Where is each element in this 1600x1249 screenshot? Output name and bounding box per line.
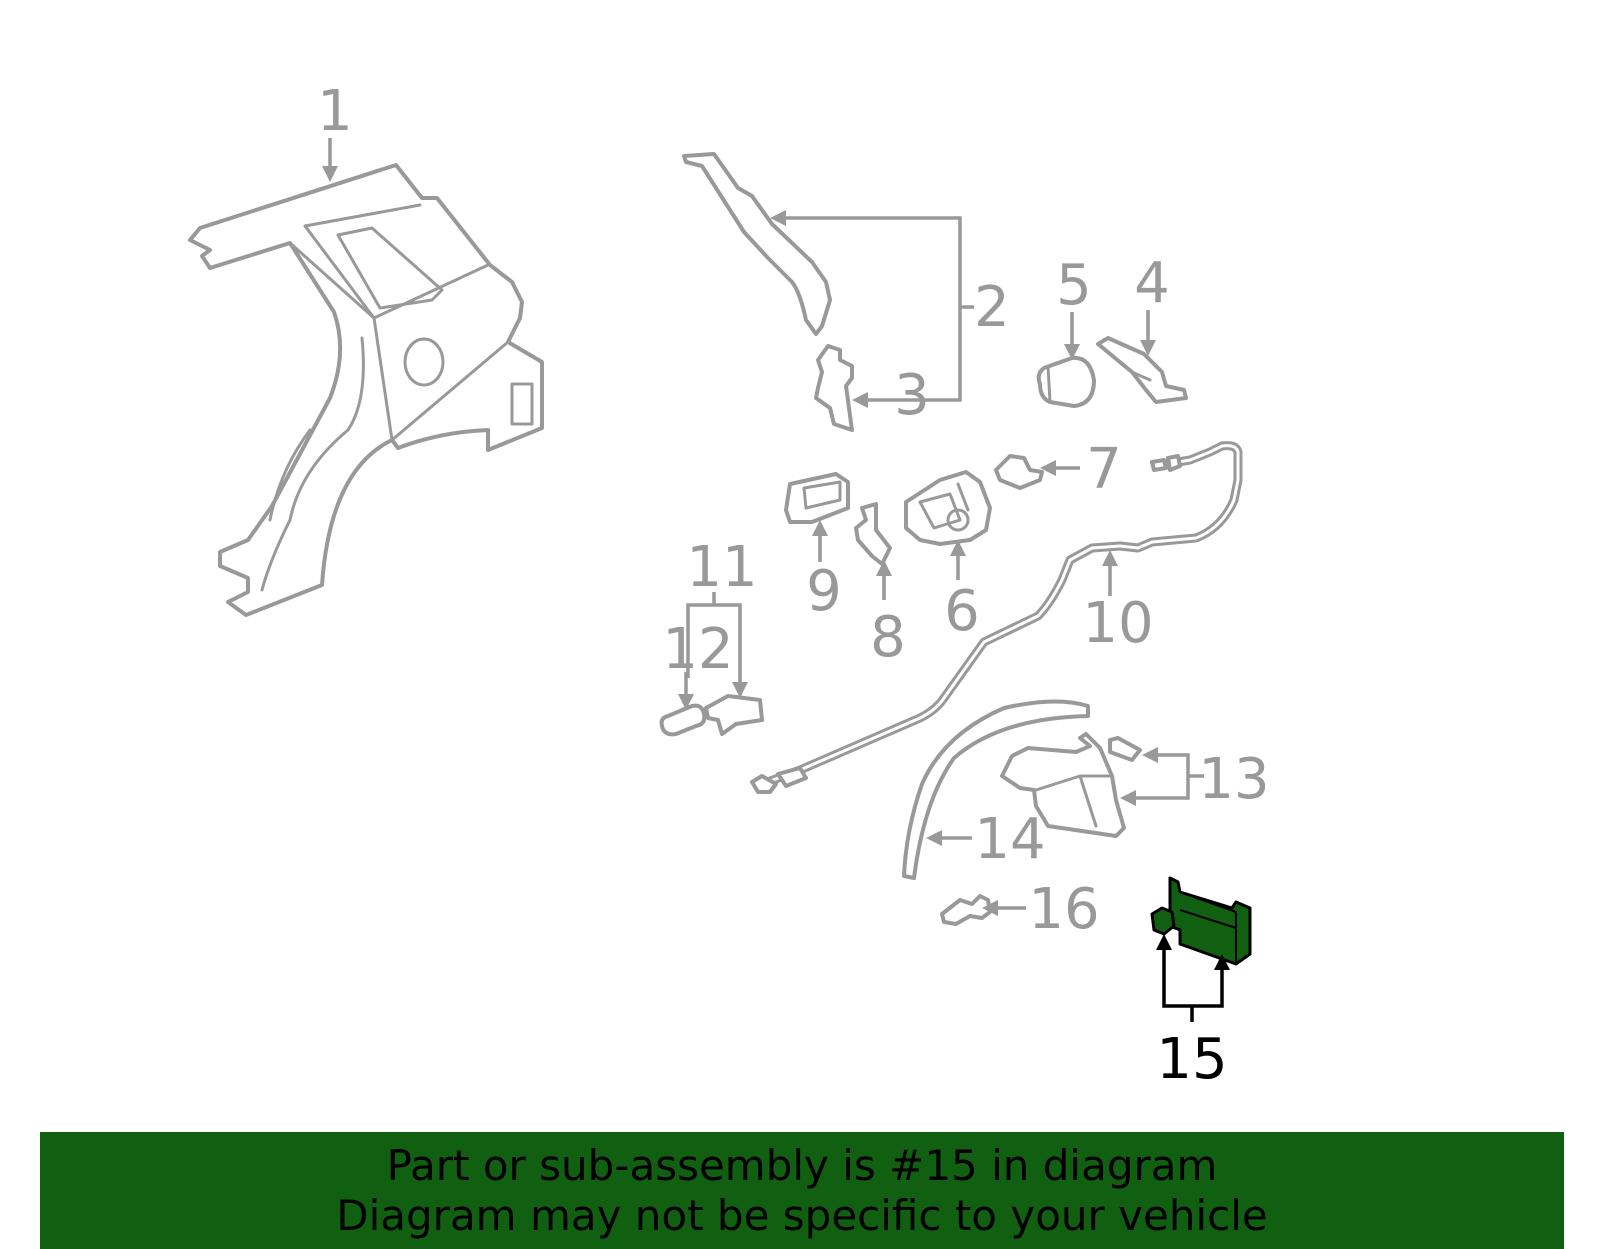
callout-16: 16 bbox=[982, 877, 1100, 942]
callout-7: 7 bbox=[1040, 437, 1122, 502]
parts-diagram: 1 2 3 5 4 bbox=[188, 79, 1270, 1092]
callout-1: 1 bbox=[317, 79, 353, 182]
callout-4: 4 bbox=[1134, 251, 1170, 356]
part-15-protector-highlighted[interactable] bbox=[1150, 876, 1252, 966]
svg-text:15: 15 bbox=[1156, 1027, 1227, 1092]
callout-14: 14 bbox=[926, 807, 1046, 872]
callout-9: 9 bbox=[806, 520, 842, 624]
part-11-bracket[interactable] bbox=[704, 694, 764, 736]
callout-2: 2 bbox=[770, 210, 1010, 402]
part-10-release-cable[interactable] bbox=[750, 441, 1243, 794]
svg-text:16: 16 bbox=[1028, 877, 1099, 942]
banner-line-2: Diagram may not be specific to your vehi… bbox=[336, 1190, 1268, 1240]
part-16-clip[interactable] bbox=[940, 894, 992, 926]
part-5-grommet[interactable] bbox=[1036, 355, 1096, 408]
part-8-spring[interactable] bbox=[854, 502, 892, 566]
part-3-bracket[interactable] bbox=[814, 344, 854, 432]
part-4-hinge-bracket[interactable] bbox=[1096, 336, 1188, 404]
svg-text:7: 7 bbox=[1086, 437, 1122, 502]
svg-text:5: 5 bbox=[1056, 253, 1092, 318]
info-banner: Part or sub-assembly is #15 in diagram D… bbox=[40, 1132, 1564, 1249]
part-6-fuel-door-housing[interactable] bbox=[904, 470, 992, 546]
part-7-clip[interactable] bbox=[994, 454, 1044, 490]
svg-text:1: 1 bbox=[317, 79, 353, 144]
callout-6: 6 bbox=[944, 540, 980, 644]
part-14-liner-strip[interactable] bbox=[902, 699, 1090, 880]
part-13-splash-shield[interactable] bbox=[1000, 732, 1142, 838]
part-12-plug[interactable] bbox=[659, 703, 707, 737]
svg-text:9: 9 bbox=[806, 559, 842, 624]
callout-12: 12 bbox=[662, 617, 734, 710]
svg-text:13: 13 bbox=[1198, 747, 1269, 812]
svg-text:4: 4 bbox=[1134, 251, 1170, 316]
banner-line-1: Part or sub-assembly is #15 in diagram bbox=[386, 1140, 1218, 1190]
svg-text:12: 12 bbox=[662, 617, 733, 682]
svg-text:14: 14 bbox=[974, 807, 1045, 872]
callout-15: 15 bbox=[1156, 934, 1230, 1092]
svg-text:11: 11 bbox=[686, 535, 757, 600]
callout-5: 5 bbox=[1056, 253, 1092, 360]
svg-text:6: 6 bbox=[944, 579, 980, 644]
svg-text:2: 2 bbox=[974, 275, 1010, 340]
callout-13: 13 bbox=[1120, 747, 1270, 812]
part-2-pillar-reinforcement[interactable] bbox=[682, 152, 832, 336]
callout-10: 10 bbox=[1082, 550, 1154, 656]
svg-text:3: 3 bbox=[894, 363, 930, 428]
callout-11: 11 bbox=[686, 535, 758, 698]
callout-3: 3 bbox=[852, 363, 930, 428]
part-9-pad[interactable] bbox=[784, 472, 850, 524]
part-1-quarter-panel[interactable] bbox=[188, 163, 544, 617]
svg-text:10: 10 bbox=[1082, 591, 1153, 656]
callout-8: 8 bbox=[870, 560, 906, 670]
svg-text:8: 8 bbox=[870, 605, 906, 670]
